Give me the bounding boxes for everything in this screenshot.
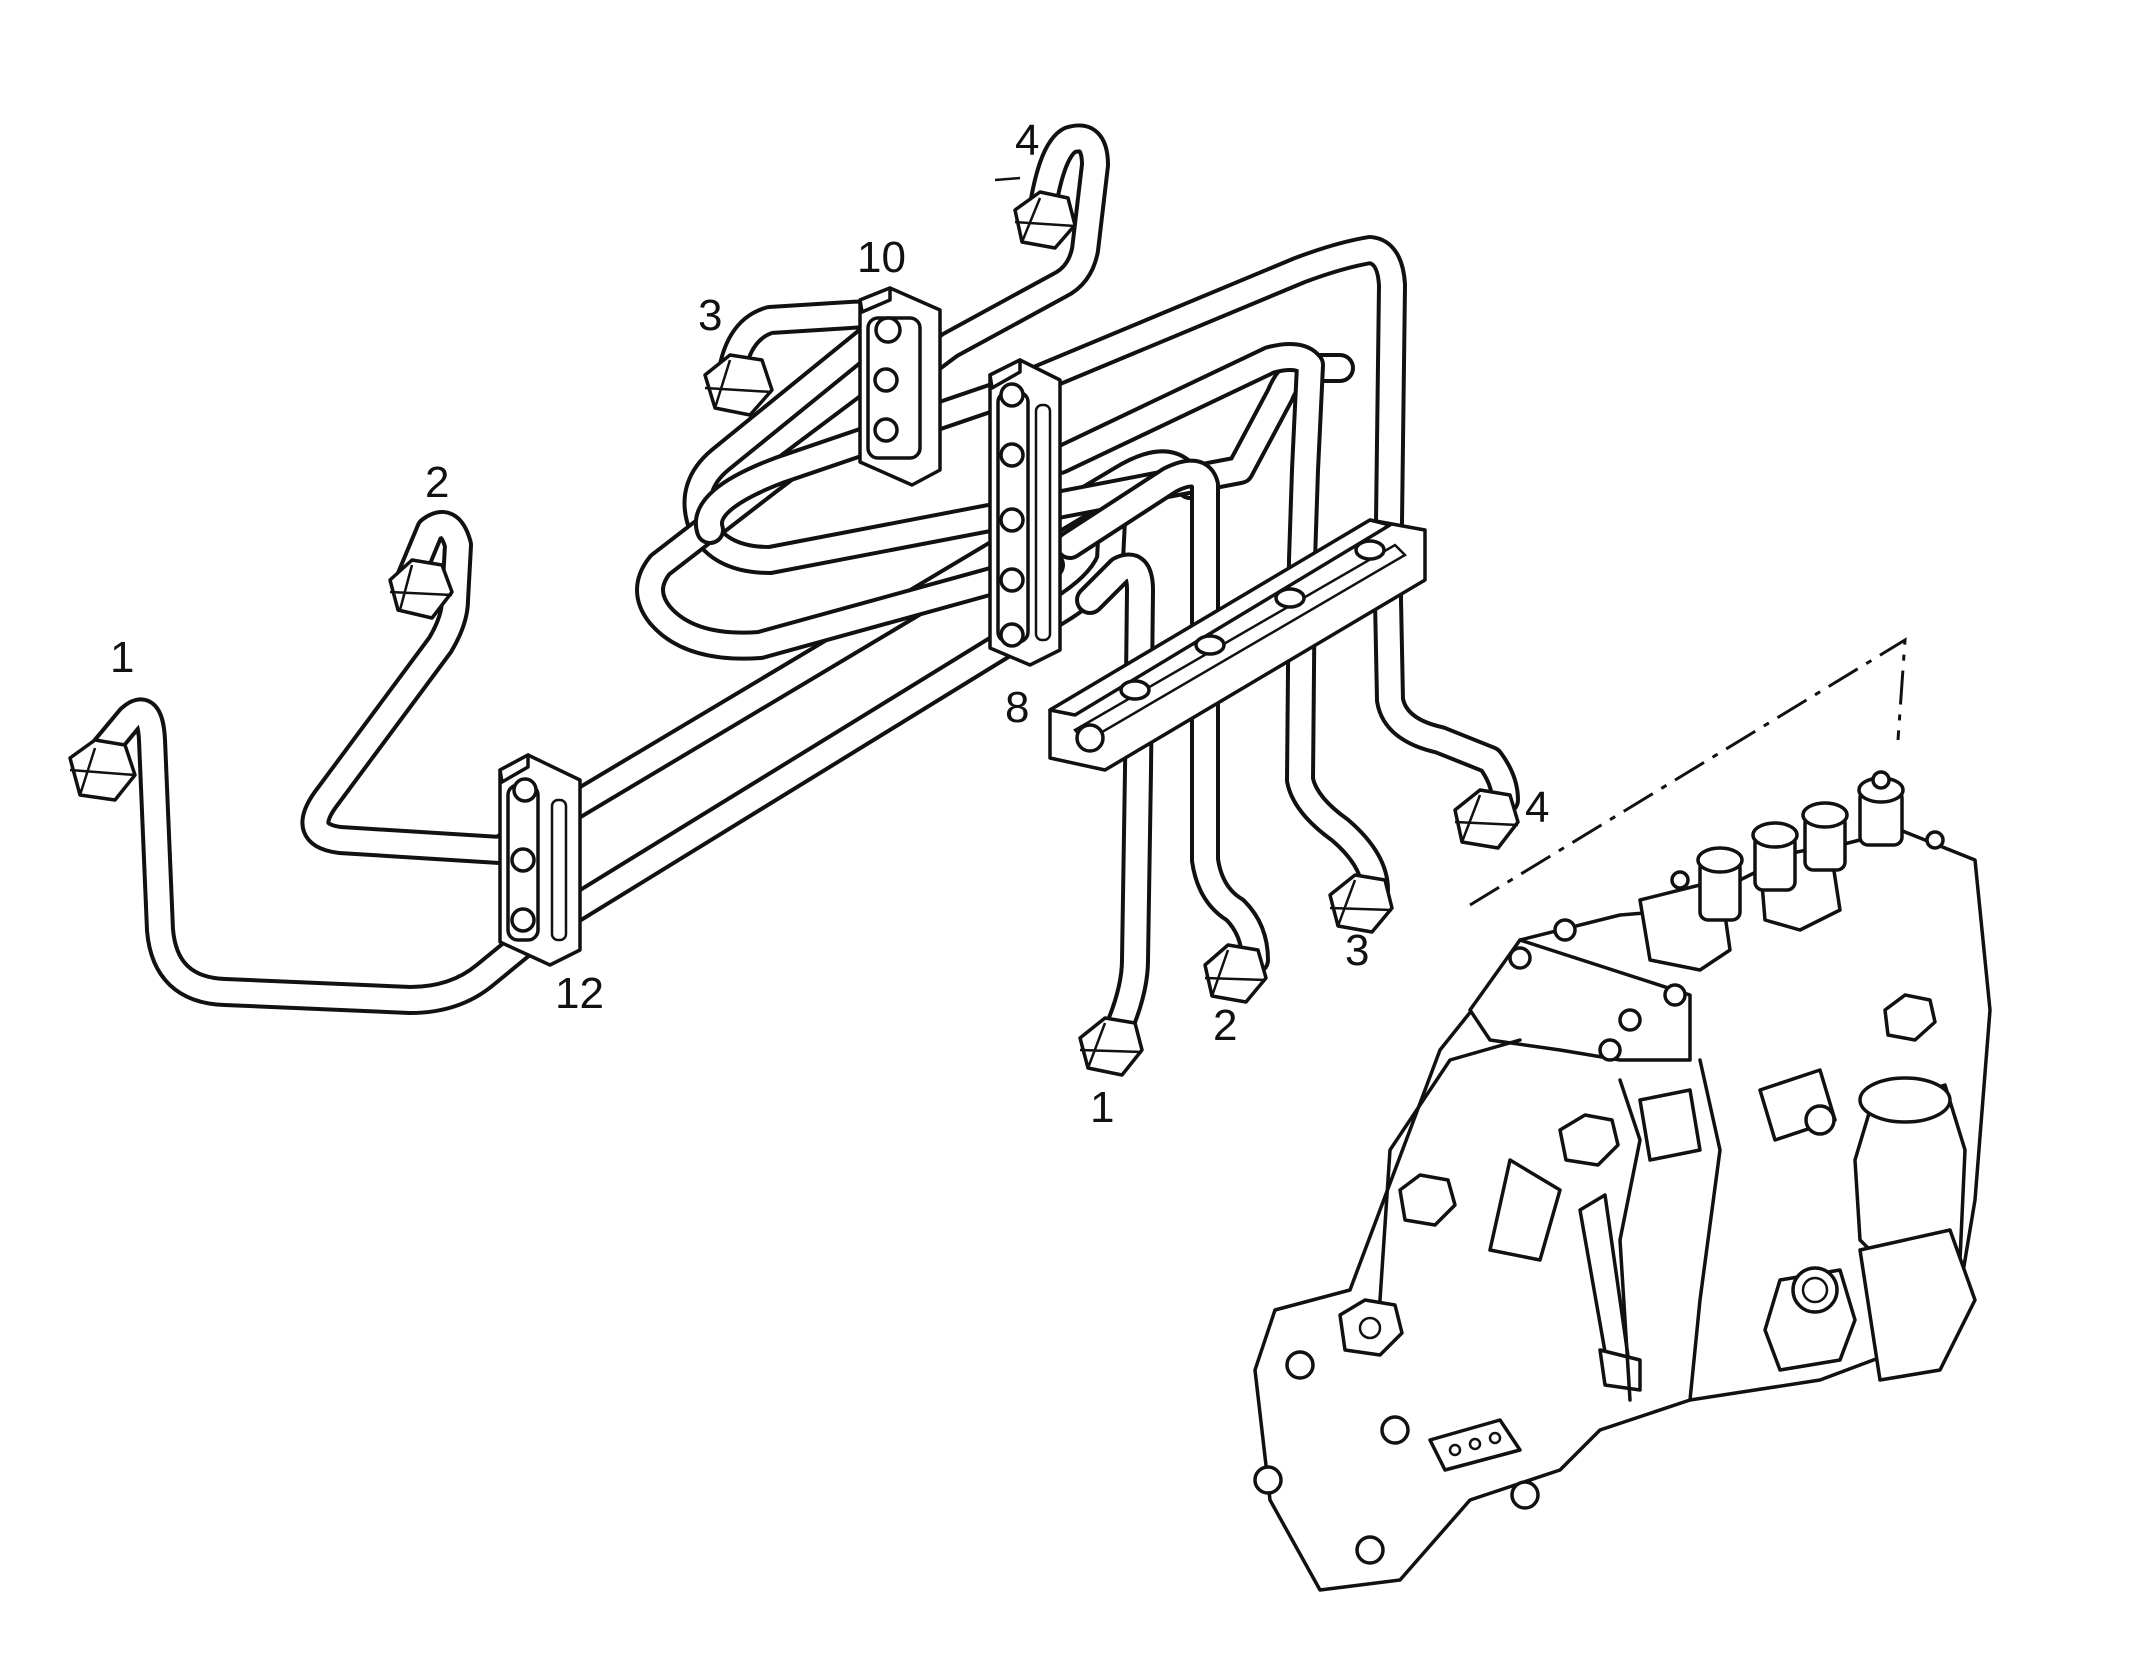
label-left-pipe-1: 1 [110, 633, 134, 682]
clamp-10 [858, 286, 942, 487]
pipe-4-top [635, 123, 1110, 661]
pipe-nuts [68, 190, 1520, 1077]
nut-bottom-1 [1078, 1016, 1144, 1077]
nut-left-2 [388, 558, 454, 620]
label-bottom-pipe-1: 1 [1090, 1083, 1114, 1132]
clamp-8 [988, 358, 1062, 667]
delivery-valve-holders [1638, 770, 1945, 972]
label-top-pipe-3: 3 [698, 291, 722, 340]
clamp-12 [498, 753, 582, 967]
nut-bottom-2 [1203, 943, 1268, 1004]
label-clamp-12: 12 [555, 969, 604, 1018]
label-top-pipe-4: 4 [1015, 116, 1039, 165]
label-clamp-10: 10 [857, 233, 906, 282]
nut-bottom-4 [1453, 788, 1520, 850]
pump-side-fittings [1398, 993, 1977, 1382]
nut-top-4 [1013, 190, 1077, 250]
label-bottom-pipe-2: 2 [1213, 1001, 1237, 1050]
label-bottom-pipe-4: 4 [1525, 783, 1549, 832]
pipe-2-left [300, 449, 1205, 865]
pump-control-linkage [1428, 1193, 1642, 1472]
clamp-long-bar [1048, 518, 1427, 772]
leader-top-pipe-4 [994, 176, 1021, 182]
injection-pipe-set [80, 123, 1520, 1045]
pipe-3-top [682, 299, 1355, 575]
alignment-centerline [1469, 637, 1907, 907]
label-left-pipe-2: 2 [425, 458, 449, 507]
pipe-rear-loops [693, 380, 1015, 545]
pump-cover-bolts [1253, 1298, 1540, 1565]
nut-top-3 [703, 353, 774, 417]
nut-bottom-3 [1328, 873, 1394, 934]
label-clamp-8: 8 [1005, 683, 1029, 732]
injection-pump [1253, 770, 1992, 1592]
callout-labels: 4 10 3 2 1 8 12 4 3 2 1 [110, 116, 1549, 1132]
nut-left-1 [68, 738, 137, 802]
label-bottom-pipe-3: 3 [1345, 926, 1369, 975]
